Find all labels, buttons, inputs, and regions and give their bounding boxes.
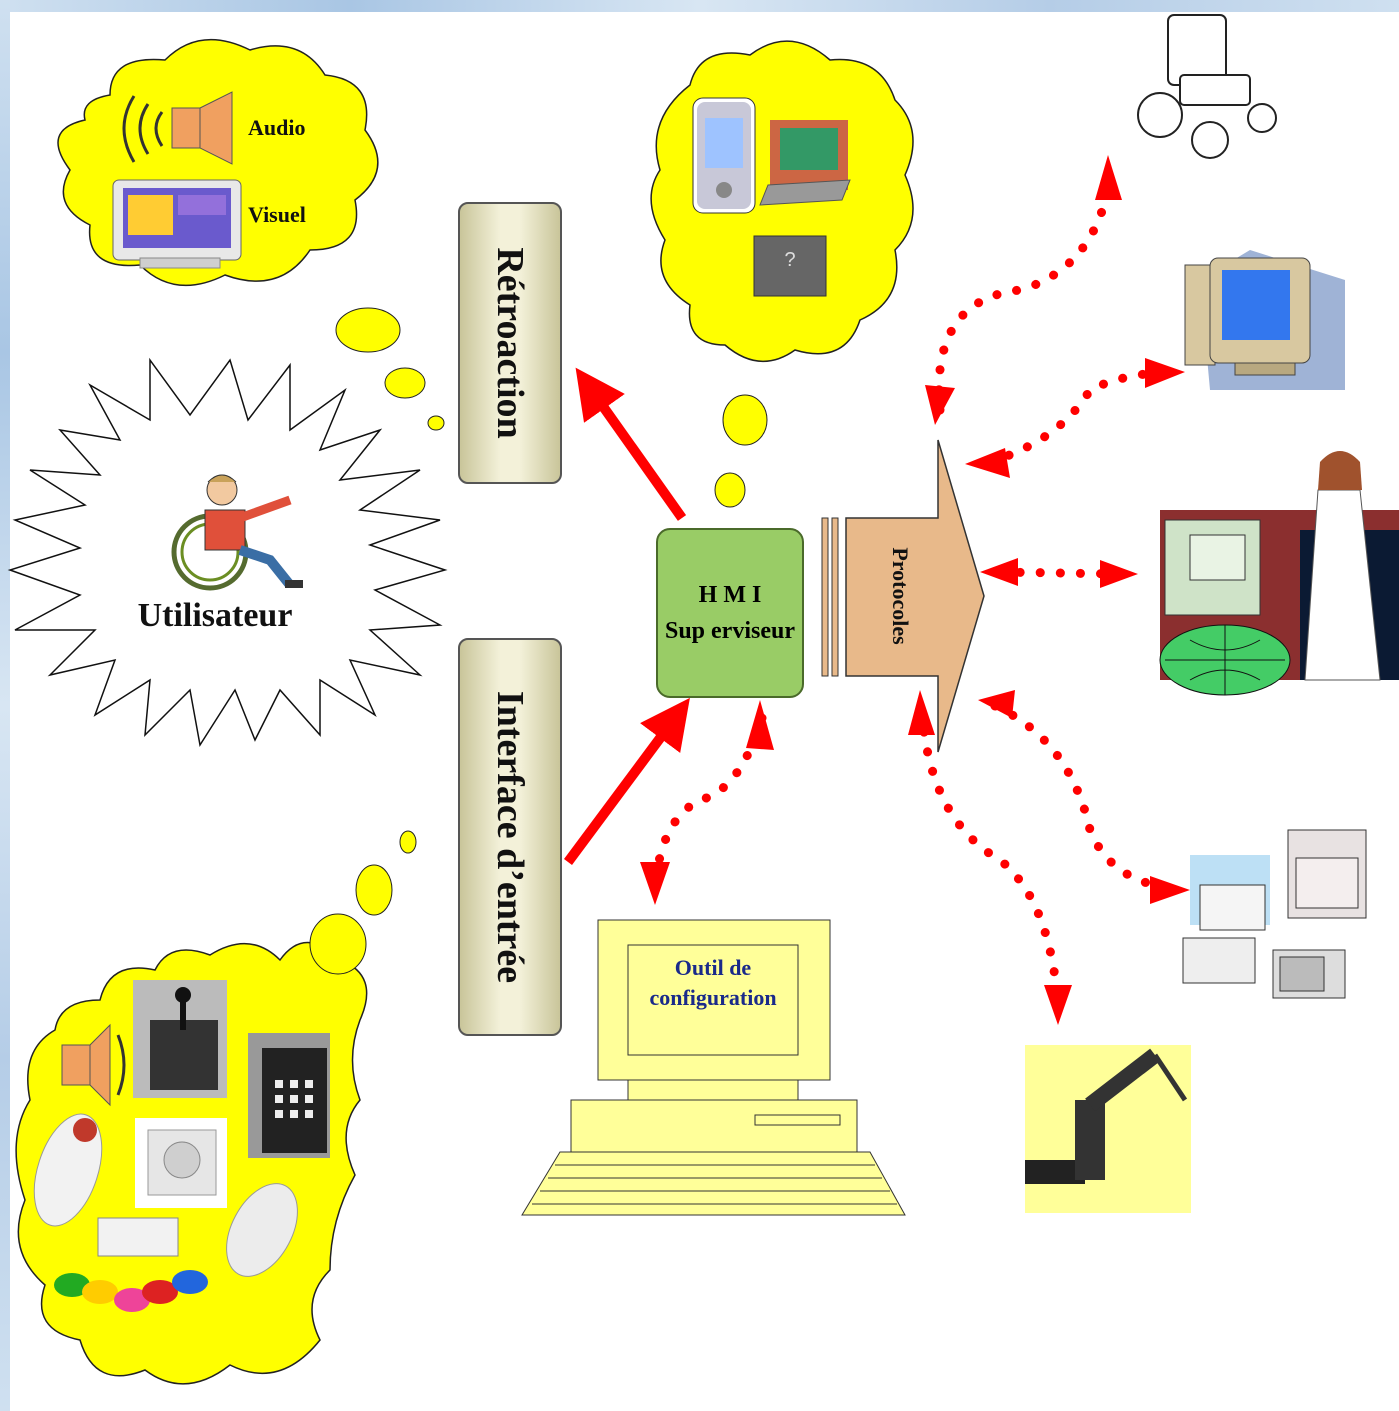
speaker-icon <box>61 1023 126 1107</box>
arrowhead <box>640 862 670 905</box>
config-tool-line1: Outil de <box>674 955 752 980</box>
arrowhead <box>1150 876 1190 904</box>
config-tool-line2: configuration <box>649 985 777 1010</box>
arrow-input-to-hmi <box>563 697 690 865</box>
input-interface-label: Interface d’entrée <box>489 690 531 984</box>
home-appliances-icon <box>1182 829 1367 999</box>
speaker-icon <box>122 91 233 165</box>
dotted-arrow-hmi-config <box>650 713 767 895</box>
thought-bubble <box>714 472 746 508</box>
arrowhead <box>980 558 1018 586</box>
feedback-box-label: Rétroaction <box>489 247 531 439</box>
feedback-box: Rétroaction <box>458 202 562 484</box>
unknown-device-box <box>753 235 827 297</box>
thought-bubble <box>309 913 367 975</box>
visual-label: Visuel <box>248 202 306 227</box>
dotted-arrow-computer <box>985 367 1170 467</box>
dotted-arrow-wheelchair <box>934 185 1113 415</box>
config-computer <box>521 919 906 1216</box>
config-tool-screen: Outil de configuration <box>628 945 798 1055</box>
thought-bubble <box>427 415 445 431</box>
desktop-computer-icon <box>1184 250 1345 390</box>
audio-label: Audio <box>248 115 306 140</box>
thought-bubble <box>399 830 417 854</box>
user-label: Utilisateur <box>137 597 293 634</box>
arrowhead <box>1100 560 1138 588</box>
arrowhead <box>908 690 935 735</box>
arrowhead <box>1044 985 1072 1025</box>
joystick-icon <box>133 980 227 1098</box>
mouse-icon <box>226 1183 298 1277</box>
doctor-phone-globe-icon <box>1159 451 1399 696</box>
keypad-icon <box>248 1033 330 1158</box>
arrowhead <box>978 690 1015 718</box>
dotted-arrow-robot-arm <box>917 707 1063 1010</box>
decorative-border-left <box>0 0 10 1411</box>
thought-bubble <box>355 864 393 916</box>
protocols-arrow <box>821 439 985 753</box>
unknown-device-label: ? <box>784 249 796 271</box>
pda-icon <box>692 97 756 214</box>
arrowhead <box>965 448 1010 478</box>
robot-arm-icon <box>1025 1045 1191 1213</box>
arrowhead <box>925 385 955 425</box>
hmi-supervisor-box: H M I Sup erviseur <box>656 528 804 698</box>
input-interface-box: Interface d’entrée <box>458 638 562 1036</box>
thought-bubble <box>384 367 426 399</box>
trackball-icon <box>135 1118 227 1208</box>
decorative-border-top <box>0 0 1399 12</box>
laptop-icon <box>759 120 851 206</box>
wheelchair-user-icon <box>171 474 303 591</box>
arrow-hmi-to-feedback <box>575 367 687 521</box>
mouse-icon <box>33 1113 103 1227</box>
arrowhead <box>746 700 774 750</box>
user-starburst <box>7 357 448 748</box>
hmi-label: H M I <box>698 582 762 608</box>
wheelchair-vehicle-icon <box>1137 14 1277 159</box>
switch-buttons-icon <box>54 1217 208 1312</box>
arrowhead <box>1145 358 1185 388</box>
monitor-icon <box>112 179 242 269</box>
dotted-arrow-appliances <box>990 701 1175 893</box>
arrowhead <box>1095 155 1122 200</box>
protocols-label: Protocoles <box>888 547 913 645</box>
thought-bubble <box>335 307 401 353</box>
thought-bubble <box>722 394 768 446</box>
supervisor-label: Sup erviseur <box>664 618 795 644</box>
